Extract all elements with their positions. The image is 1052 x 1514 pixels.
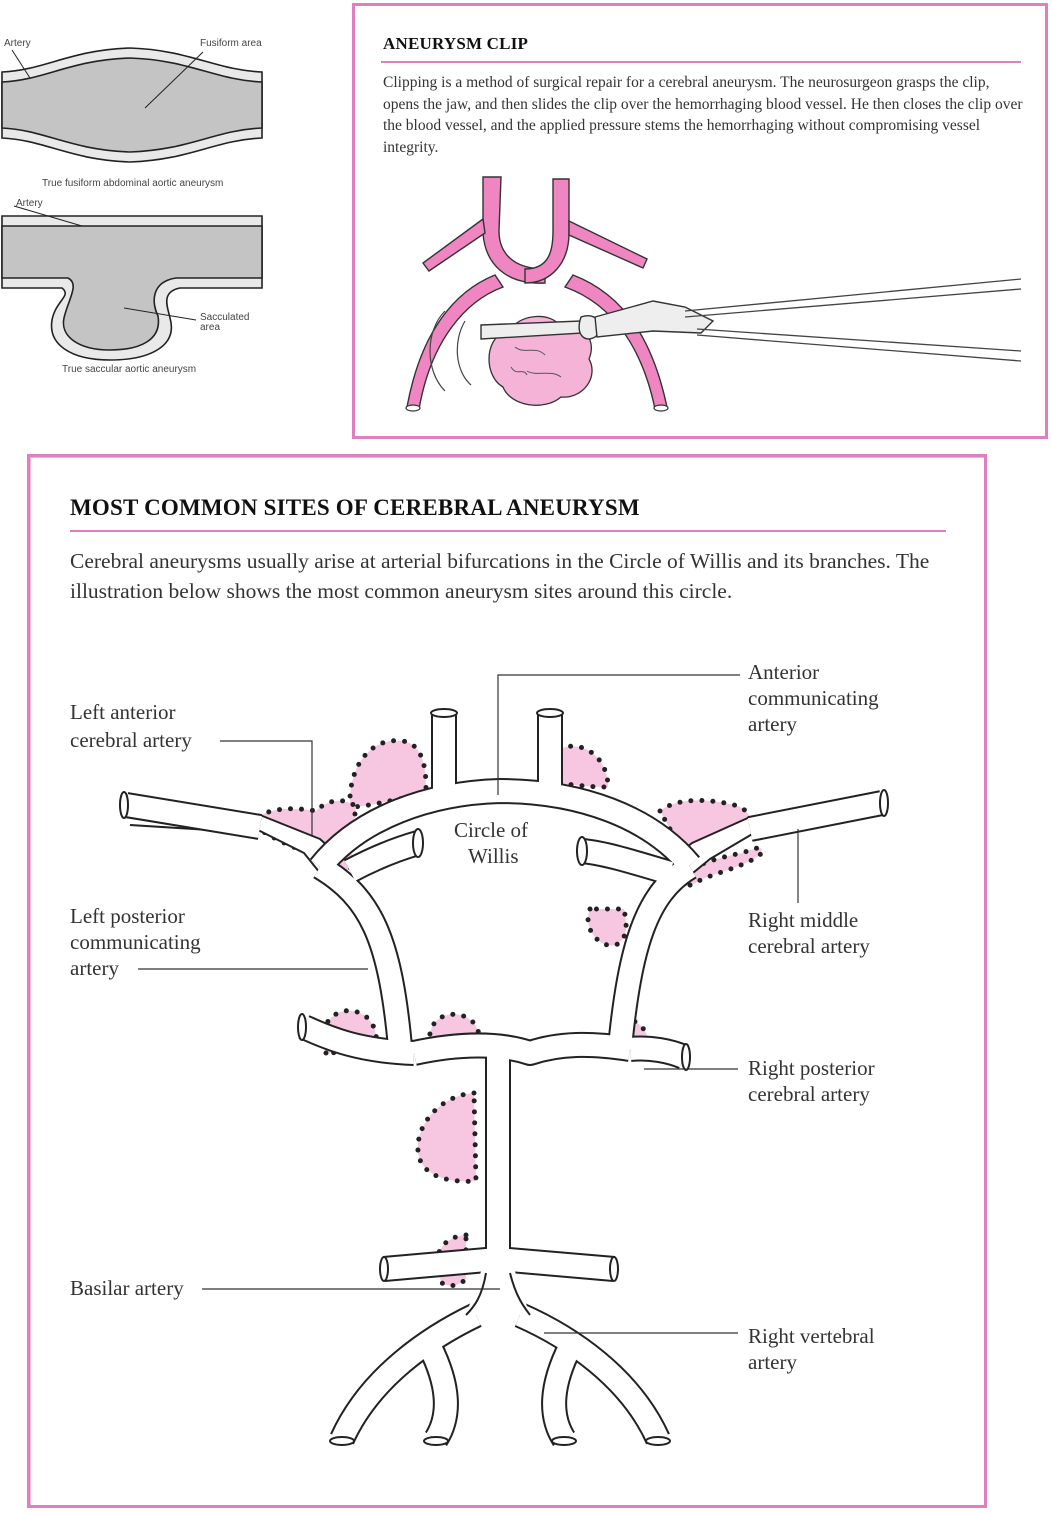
aneurysm-clip-panel: ANEURYSM CLIP Clipping is a method of su…	[352, 3, 1048, 439]
left-branch	[422, 217, 486, 272]
saccular-area-label-1: Sacculated	[200, 312, 249, 323]
label-circle-of-willis-1: Circle of	[454, 818, 528, 842]
label-left-anterior-2: cerebral artery	[70, 728, 192, 752]
fusiform-lumen	[1, 57, 263, 153]
fusiform-aneurysm-diagram: Artery Fusiform area True fusiform abdom…	[1, 38, 263, 189]
right-vessel-upright	[524, 178, 570, 284]
aneurysm-site-basilar-trunk	[415, 1090, 479, 1184]
label-right-posterior-2: cerebral artery	[748, 1082, 870, 1106]
label-right-vertebral-1: Right vertebral	[748, 1324, 875, 1348]
fusiform-caption: True fusiform abdominal aortic aneurysm	[42, 178, 223, 189]
label-anterior-comm-1: Anterior	[748, 660, 819, 684]
aneurysm-clip-illustration	[405, 176, 1022, 412]
clip-applier	[594, 300, 715, 338]
label-basilar: Basilar artery	[70, 1276, 184, 1300]
aneurysm-site-right-bifurcation	[585, 906, 629, 948]
label-circle-of-willis-2: Willis	[468, 844, 519, 868]
aneurysm-site-right-middle-branch	[673, 845, 764, 889]
clip-panel-text: Clipping is a method of surgical repair …	[383, 74, 1023, 156]
clip-panel-title: ANEURYSM CLIP	[383, 34, 529, 53]
fusiform-area-label: Fusiform area	[200, 38, 262, 49]
leader-anterior-comm	[497, 674, 740, 795]
sites-panel-rule	[70, 530, 946, 532]
right-branch	[568, 219, 648, 269]
fusiform-artery-label: Artery	[4, 38, 31, 49]
saccular-aneurysm-diagram: Artery Sacculated area True saccular aor…	[1, 198, 263, 375]
circle-of-willis-diagram: Left anterior cerebral artery Anterior c…	[70, 660, 889, 1446]
saccular-lumen	[1, 225, 263, 351]
aneurysm-site-anterior-right	[557, 743, 611, 790]
left-descending-vessel	[406, 274, 505, 410]
label-right-vertebral-2: artery	[748, 1350, 797, 1374]
label-anterior-comm-3: artery	[748, 712, 797, 736]
label-anterior-comm-2: communicating	[748, 686, 879, 710]
saccular-area-label-2: area	[200, 322, 220, 333]
clip-panel-rule	[381, 61, 1021, 63]
common-sites-panel: MOST COMMON SITES OF CEREBRAL ANEURYSM C…	[27, 454, 987, 1508]
saccular-artery-label: Artery	[16, 198, 43, 209]
label-left-anterior-1: Left anterior	[70, 700, 176, 724]
sites-panel-title: MOST COMMON SITES OF CEREBRAL ANEURYSM	[70, 495, 640, 520]
label-left-posterior-2: communicating	[70, 930, 201, 954]
leader-left-anterior	[220, 740, 313, 835]
label-right-posterior-1: Right posterior	[748, 1056, 875, 1080]
label-right-middle-2: cerebral artery	[748, 934, 870, 958]
label-left-posterior-3: artery	[70, 956, 119, 980]
saccular-caption: True saccular aortic aneurysm	[62, 364, 196, 375]
label-left-posterior-1: Left posterior	[70, 904, 185, 928]
label-right-middle-1: Right middle	[748, 908, 858, 932]
sites-panel-text: Cerebral aneurysms usually arise at arte…	[70, 549, 930, 603]
